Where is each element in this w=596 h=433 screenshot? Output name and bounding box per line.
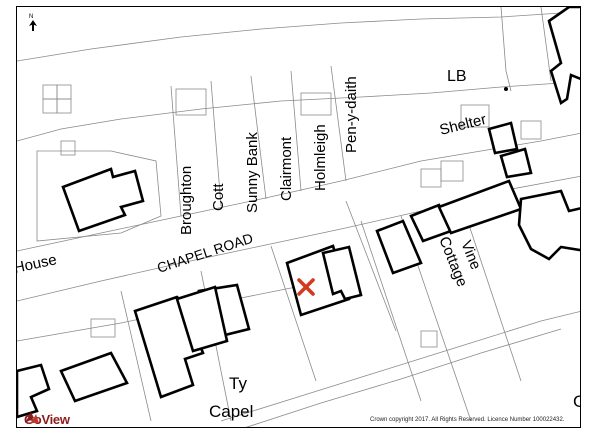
map-canvas[interactable]: LB Shelter Broughton Cott Sunny Bank Cla… bbox=[17, 7, 581, 428]
label-pen-y-daith: Pen-y-daith bbox=[343, 76, 360, 153]
site-marker-icon[interactable] bbox=[297, 278, 315, 296]
goview-logo: GoView bbox=[24, 410, 70, 428]
label-clairmont: Clairmont bbox=[278, 136, 295, 201]
label-g: G bbox=[573, 392, 581, 411]
label-chapel-road: CHAPEL ROAD bbox=[155, 230, 255, 276]
label-capel: Capel bbox=[209, 402, 253, 421]
label-sunny-bank: Sunny Bank bbox=[244, 132, 261, 213]
label-cott: Cott bbox=[210, 183, 227, 211]
goview-logo-icon bbox=[25, 412, 39, 423]
label-holmleigh: Holmleigh bbox=[312, 124, 329, 191]
label-house: House bbox=[17, 251, 58, 277]
label-ty: Ty bbox=[229, 374, 247, 393]
north-label: N bbox=[29, 14, 33, 20]
north-arrow-icon: N bbox=[28, 12, 38, 32]
buildings bbox=[17, 7, 580, 419]
copyright-notice: Crown copyright 2017. All Rights Reserve… bbox=[370, 417, 565, 423]
map-frame[interactable]: LB Shelter Broughton Cott Sunny Bank Cla… bbox=[16, 6, 581, 428]
label-shelter: Shelter bbox=[438, 111, 488, 139]
label-broughton: Broughton bbox=[178, 166, 195, 235]
parcel-lines bbox=[17, 7, 580, 427]
lb-post-dot bbox=[504, 87, 508, 91]
label-lb: LB bbox=[447, 68, 467, 85]
